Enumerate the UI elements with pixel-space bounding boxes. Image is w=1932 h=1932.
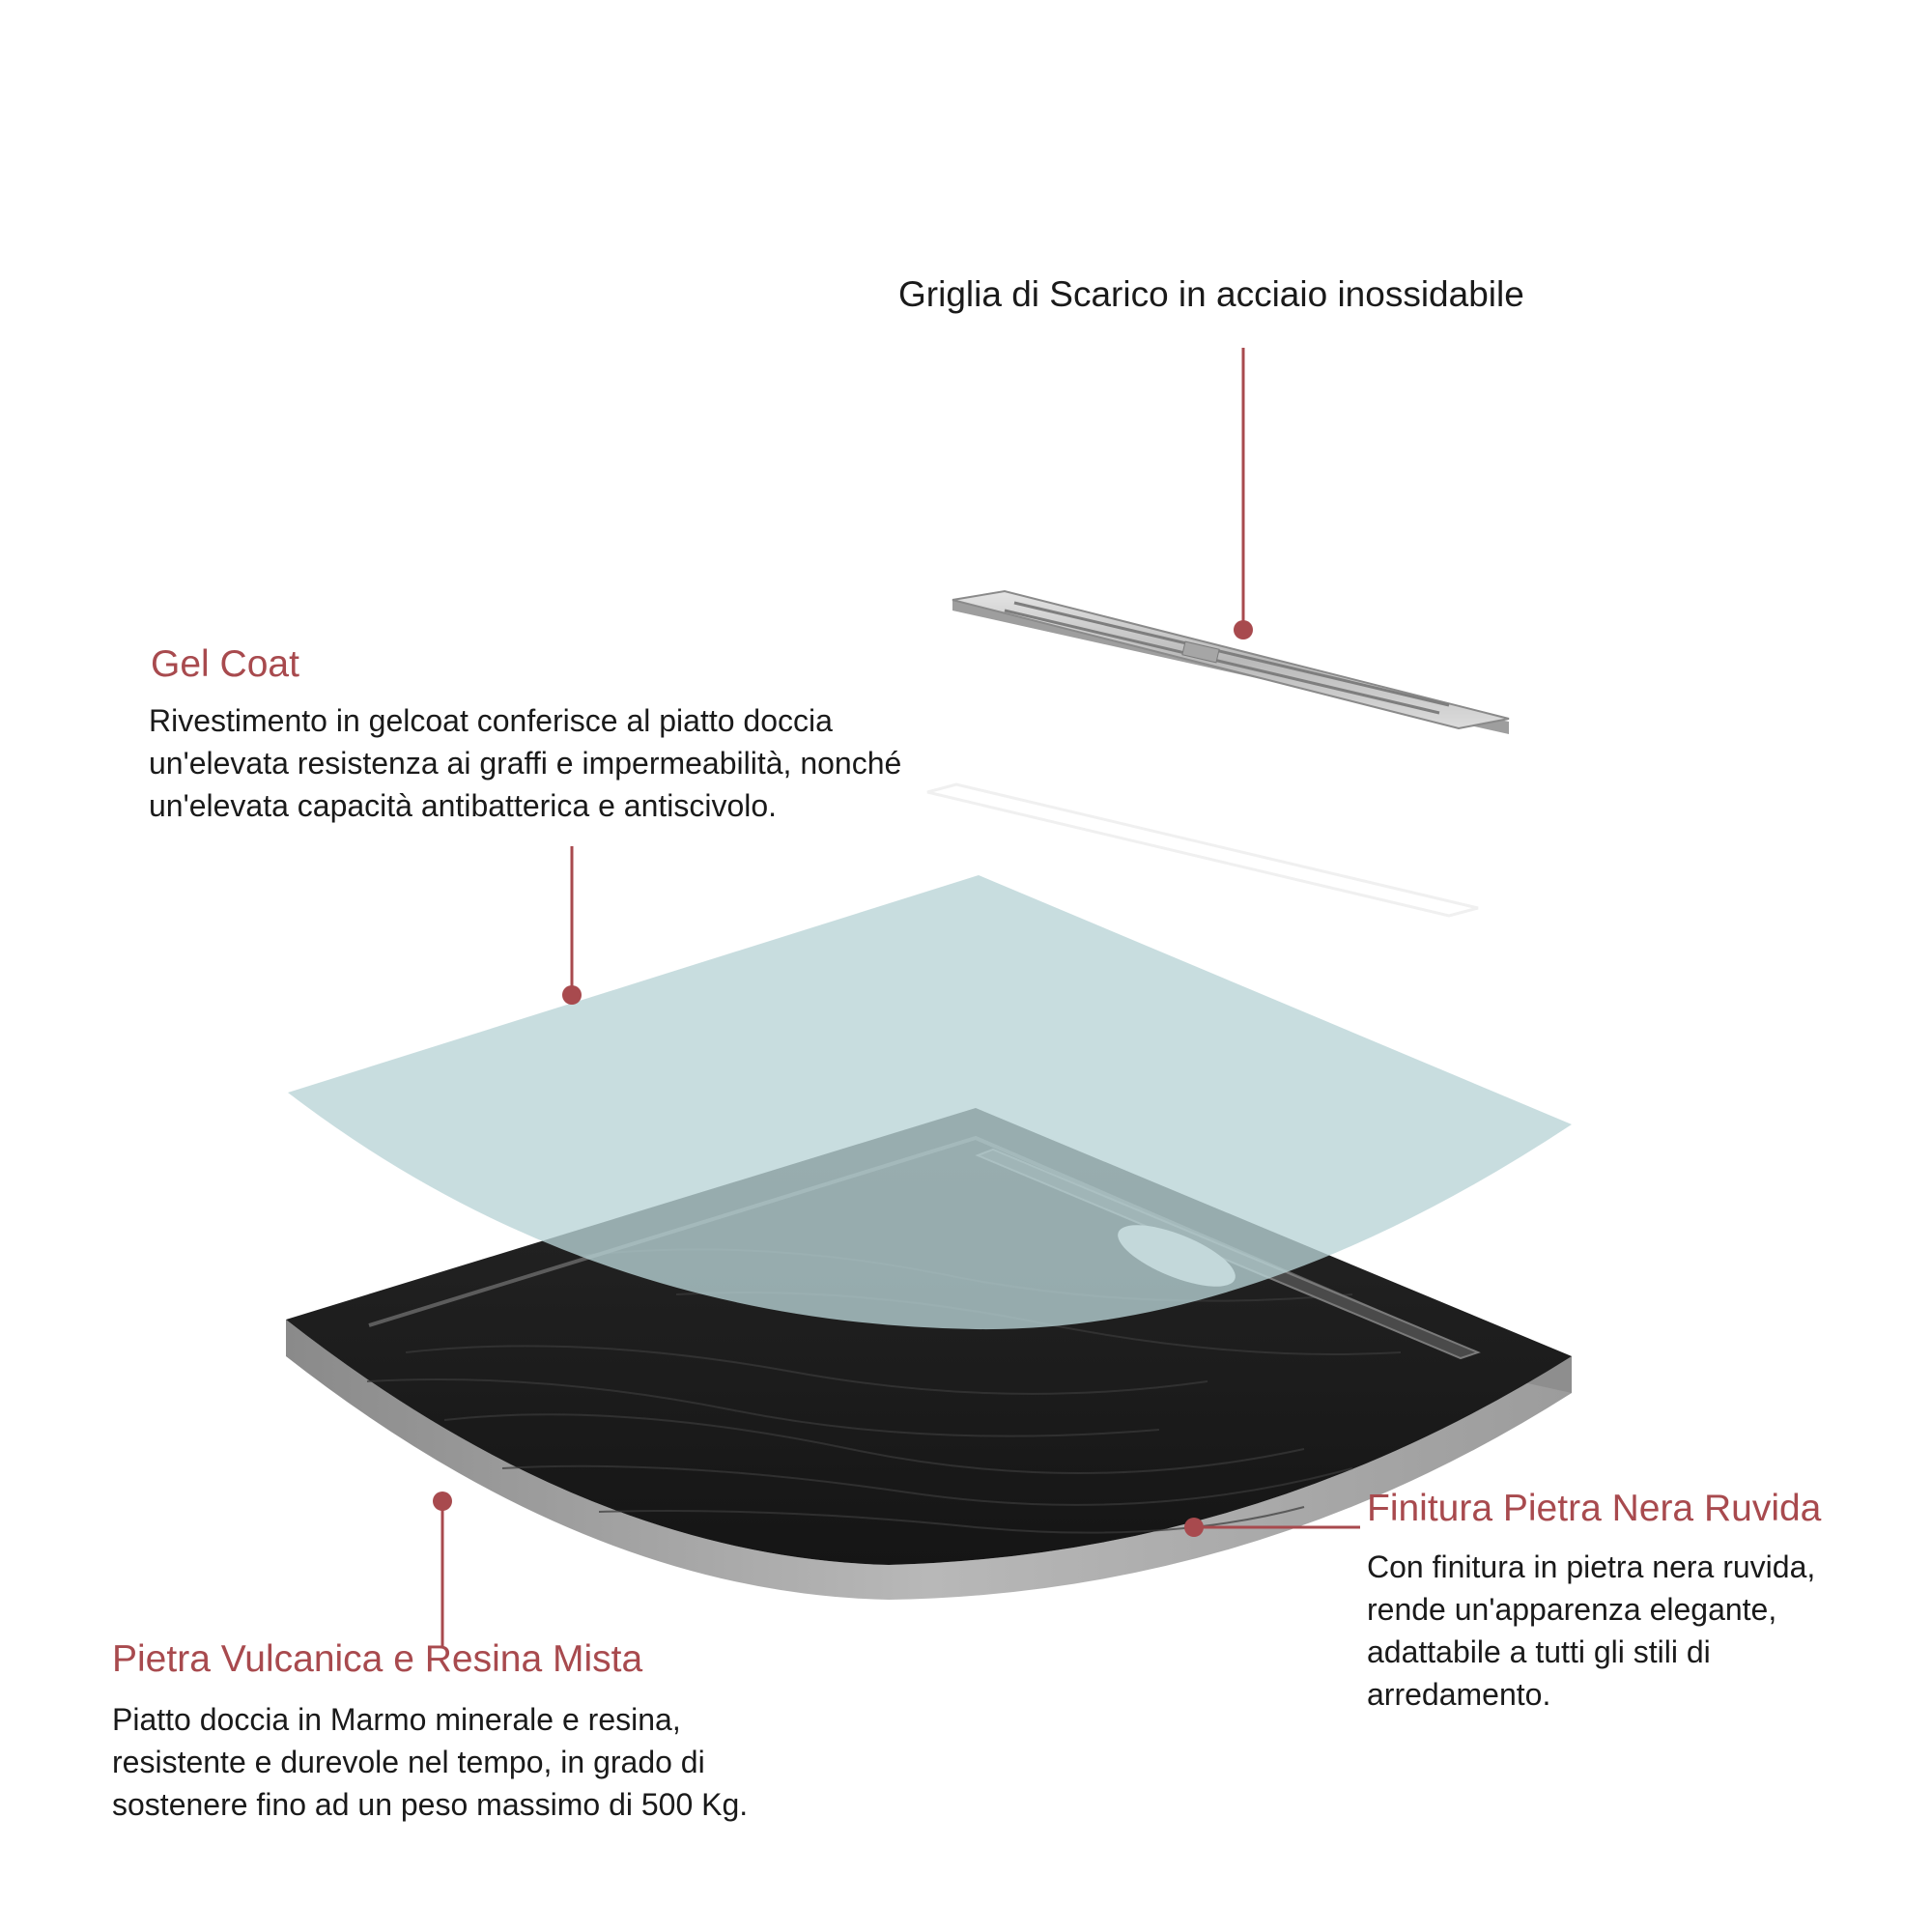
gelcoat-leader-dot [562,985,582,1005]
gelcoat-title: Gel Coat [151,643,299,685]
drain-ghost-outline [926,782,1479,918]
drain-title: Griglia di Scarico in acciaio inossidabi… [898,274,1524,314]
drain-leader-dot [1234,620,1253,639]
drain-grate-holes [1181,640,1220,664]
tray-side-edge [286,1320,1572,1600]
drain-grate-slot-top [1013,601,1450,707]
drain-grate-slot-bottom [1004,609,1440,715]
gelcoat-layer [288,875,1572,1330]
finitura-description-line: rende un'apparenza elegante, [1367,1592,1777,1627]
finitura-title: Finitura Pietra Nera Ruvida [1367,1488,1822,1529]
gelcoat-description-line: Rivestimento in gelcoat conferisce al pi… [149,703,833,738]
drain-grate-top [952,589,1510,730]
finitura-description-line: adattabile a tutti gli stili di [1367,1634,1711,1669]
finitura-description: Con finitura in pietra nera ruvida, rend… [1367,1546,1815,1716]
finitura-description-line: Con finitura in pietra nera ruvida, [1367,1549,1816,1584]
finitura-description-line: arredamento. [1367,1677,1551,1712]
pietra-description-line: Piatto doccia in Marmo minerale e resina… [112,1702,681,1737]
pietra-title: Pietra Vulcanica e Resina Mista [112,1638,643,1680]
pietra-description-line: sostenere fino ad un peso massimo di 500… [112,1787,749,1822]
gelcoat-description-line: un'elevata capacità antibatterica e anti… [149,788,778,823]
gelcoat-description-line: un'elevata resistenza ai graffi e imperm… [149,746,902,781]
pietra-description-line: resistente e durevole nel tempo, in grad… [112,1745,705,1779]
pietra-description: Piatto doccia in Marmo minerale e resina… [112,1698,748,1826]
gelcoat-description: Rivestimento in gelcoat conferisce al pi… [149,699,901,827]
pietra-leader-dot [433,1492,452,1511]
finitura-leader-dot [1184,1518,1204,1537]
